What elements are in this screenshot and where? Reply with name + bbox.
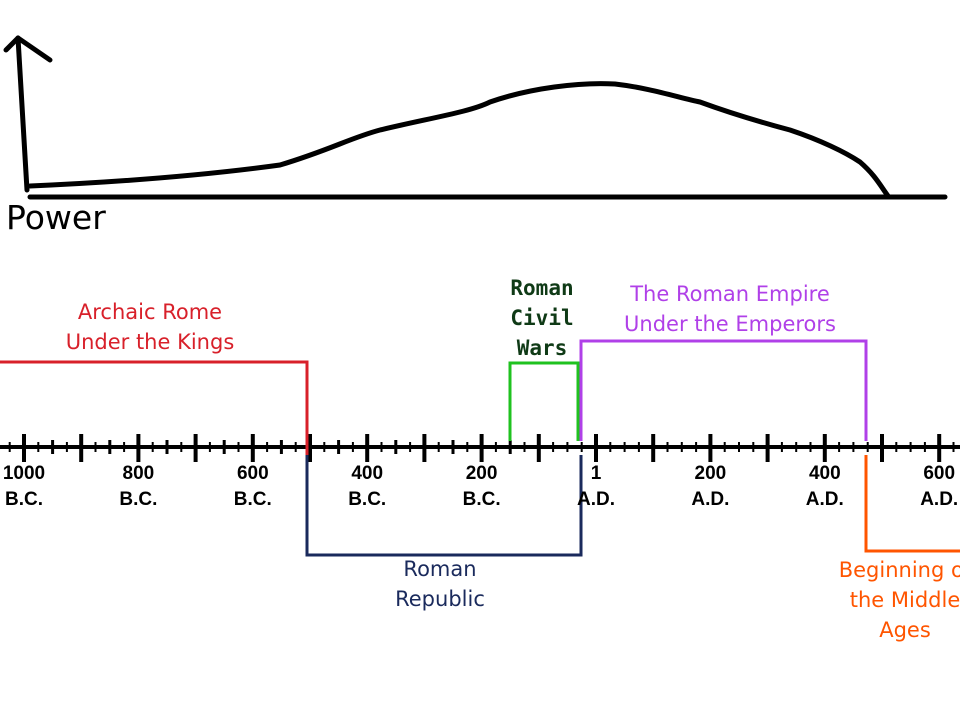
tick-year: 400 (808, 463, 841, 484)
power-axis-label: Power (6, 198, 106, 237)
timeline-major-ticks (22, 434, 942, 462)
tick-era: B.C. (5, 489, 43, 510)
republic-bracket (305, 455, 583, 557)
archaic-bracket (0, 360, 309, 460)
civil-wars-label-line2: Civil (510, 306, 574, 330)
empire-label: The Roman Empire Under the Emperors (605, 279, 855, 339)
tick-year: 200 (694, 463, 727, 484)
civil-wars-label: Roman Civil Wars (492, 273, 592, 363)
tick-year: 200 (465, 463, 498, 484)
tick-era: A.D. (920, 489, 959, 510)
period-brackets (0, 339, 960, 557)
middle-ages-label-line1: Beginning of (838, 558, 960, 582)
tick-era: B.C. (348, 489, 387, 510)
archaic-label: Archaic Rome Under the Kings (40, 297, 260, 357)
tick-era: A.D. (805, 489, 844, 510)
republic-label: Roman Republic (370, 554, 510, 614)
empire-label-line1: The Roman Empire (630, 282, 830, 306)
tick-year: 600 (923, 463, 956, 484)
tick-era: B.C. (233, 489, 272, 510)
tick-era: B.C. (462, 489, 501, 510)
power-curve (27, 81, 891, 199)
empire-label-line2: Under the Emperors (624, 312, 836, 336)
middle-ages-label-line3: Ages (879, 618, 931, 642)
tick-era: B.C. (119, 489, 158, 510)
tick-year: 800 (122, 463, 155, 484)
republic-label-line1: Roman (403, 557, 477, 581)
power-sketch (3, 35, 948, 200)
middle-ages-bracket (864, 455, 960, 553)
tick-era: A.D. (577, 489, 615, 510)
tick-year: 1000 (2, 463, 46, 484)
archaic-label-line2: Under the Kings (65, 330, 235, 354)
middle-ages-label: Beginning of the Middle Ages (830, 555, 960, 645)
tick-era: A.D. (691, 489, 730, 510)
republic-label-line2: Republic (395, 587, 485, 611)
tick-year: 600 (236, 463, 269, 484)
civil-wars-bracket (508, 361, 580, 441)
power-axis-arrowhead (3, 35, 53, 63)
empire-bracket (579, 339, 868, 441)
power-axis-vertical (15, 35, 30, 193)
civil-wars-label-line3: Wars (516, 336, 568, 360)
timeline-axis (0, 434, 960, 462)
tick-year: 400 (351, 463, 384, 484)
tick-year: 1 (590, 463, 602, 484)
civil-wars-label-line1: Roman (510, 276, 574, 300)
middle-ages-label-line2: the Middle (849, 588, 960, 612)
archaic-label-line1: Archaic Rome (77, 300, 223, 324)
